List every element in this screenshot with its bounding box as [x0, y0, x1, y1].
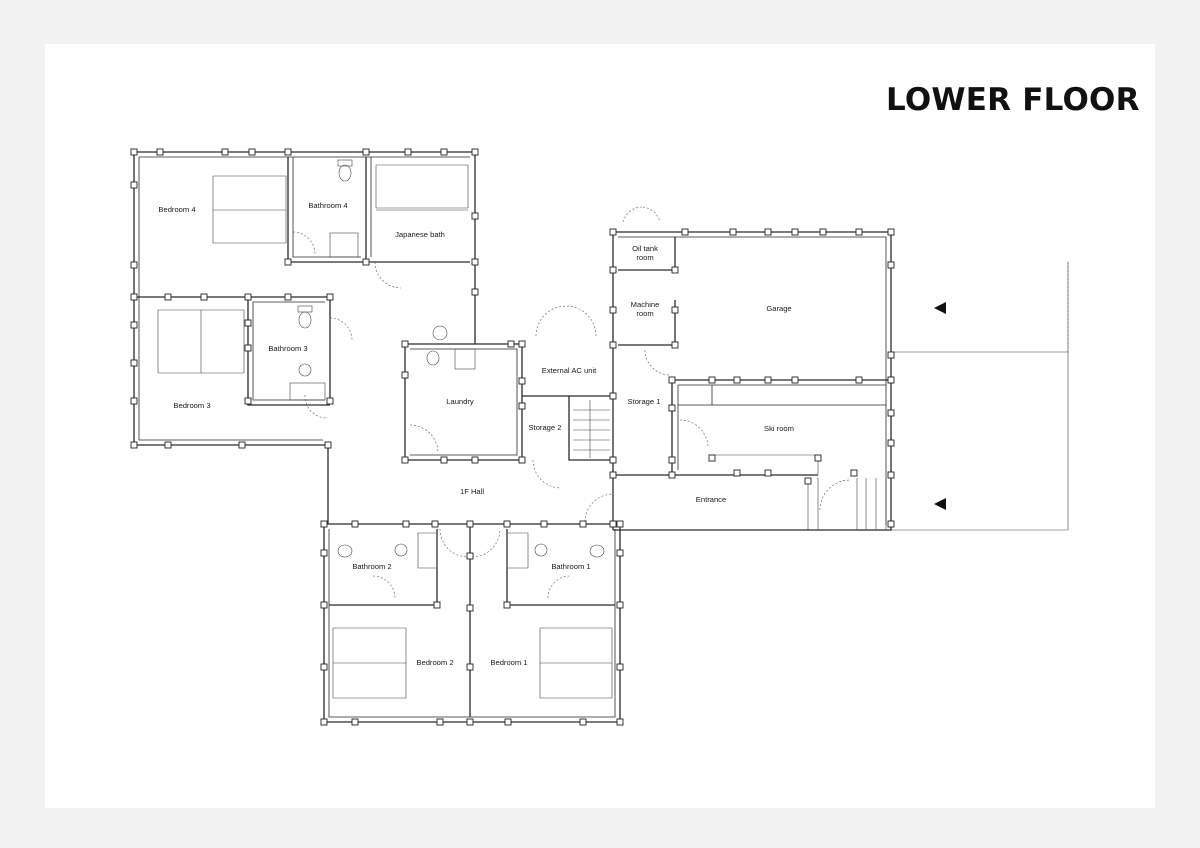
floor-title: LOWER FLOOR — [886, 82, 1140, 118]
label-bathroom-3: Bathroom 3 — [268, 344, 307, 353]
label-bathroom-4: Bathroom 4 — [308, 201, 347, 210]
interior-walls — [134, 157, 1069, 717]
label-oil-tank-line2: room — [636, 253, 653, 262]
label-bathroom-1: Bathroom 1 — [551, 562, 590, 571]
label-ski-room: Ski room — [764, 424, 794, 433]
exterior-walls — [133, 151, 892, 723]
fixtures — [289, 159, 605, 558]
label-oil-tank-line1: Oil tank — [632, 244, 658, 253]
structural-posts — [130, 148, 895, 726]
label-external-ac: External AC unit — [542, 366, 597, 375]
garage-entry-arrow-icon — [934, 302, 946, 314]
stair — [573, 400, 610, 458]
label-bedroom-4: Bedroom 4 — [158, 205, 195, 214]
label-bedroom-1: Bedroom 1 — [490, 658, 527, 667]
label-garage: Garage — [766, 304, 791, 313]
label-machine-line1: Machine — [631, 300, 660, 309]
label-japanese-bath: Japanese bath — [395, 230, 445, 239]
room-labels: Bedroom 4 Bathroom 4 Japanese bath Oil t… — [158, 201, 794, 667]
label-bedroom-2: Bedroom 2 — [416, 658, 453, 667]
label-entrance: Entrance — [696, 495, 726, 504]
label-storage-1: Storage 1 — [628, 397, 661, 406]
door-swings — [292, 206, 851, 599]
label-1f-hall: 1F Hall — [460, 487, 484, 496]
label-storage-2: Storage 2 — [529, 423, 562, 432]
label-machine-line2: room — [636, 309, 653, 318]
label-bathroom-2: Bathroom 2 — [352, 562, 391, 571]
drawing-sheet — [45, 44, 1155, 808]
label-laundry: Laundry — [446, 397, 474, 406]
label-bedroom-3: Bedroom 3 — [173, 401, 210, 410]
entrance-arrow-icon — [934, 498, 946, 510]
